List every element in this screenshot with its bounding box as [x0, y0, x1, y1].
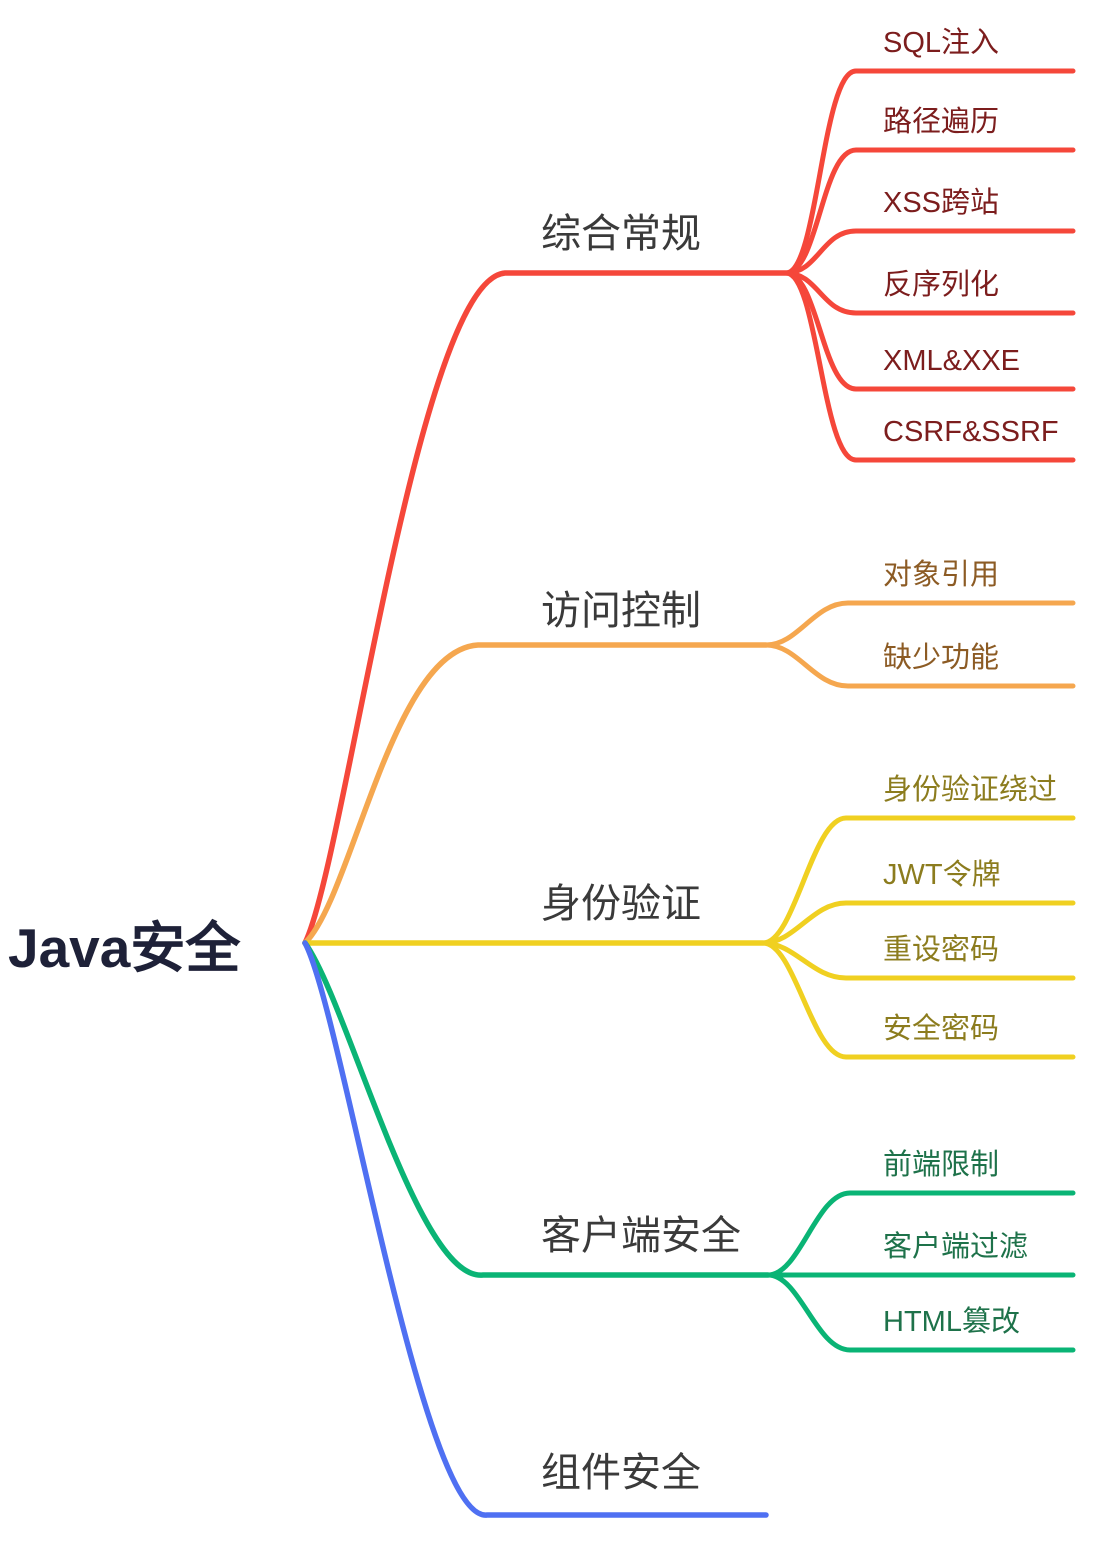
child-node[interactable]: 身份验证绕过 — [883, 774, 1058, 806]
branch-node-authentication[interactable]: 身份验证 — [541, 882, 701, 926]
branch-line-component-security — [302, 940, 769, 1518]
branch-node-general[interactable]: 综合常规 — [541, 212, 701, 256]
branch-node-access-control[interactable]: 访问控制 — [541, 589, 701, 633]
child-node[interactable]: XSS跨站 — [883, 187, 1000, 219]
child-line — [783, 270, 1076, 463]
branch-line-access-control — [302, 642, 769, 946]
child-node[interactable]: 重设密码 — [883, 934, 1000, 966]
child-node[interactable]: HTML篡改 — [883, 1306, 1020, 1338]
child-line — [765, 1272, 1076, 1353]
child-line — [763, 642, 1076, 689]
branch-node-client-security[interactable]: 客户端安全 — [541, 1214, 741, 1258]
child-node[interactable]: SQL注入 — [883, 27, 1000, 59]
child-node[interactable]: 前端限制 — [883, 1149, 1000, 1181]
child-line — [760, 900, 1076, 946]
child-line — [783, 228, 1076, 276]
child-line — [763, 600, 1076, 648]
child-node[interactable]: 反序列化 — [883, 269, 1000, 301]
child-line — [760, 940, 1076, 1060]
child-node[interactable]: XML&XXE — [883, 345, 1020, 377]
child-node[interactable]: 对象引用 — [883, 559, 1000, 591]
branch-line-client-security — [302, 940, 771, 1278]
child-line — [783, 68, 1076, 276]
root-node[interactable]: Java安全 — [8, 917, 241, 979]
child-node[interactable]: 安全密码 — [883, 1013, 1000, 1045]
child-line — [760, 815, 1076, 946]
child-node[interactable]: 缺少功能 — [883, 642, 1000, 674]
branch-line-general — [302, 270, 789, 946]
child-line — [765, 1190, 1076, 1278]
child-line — [783, 147, 1076, 276]
child-node[interactable]: 客户端过滤 — [883, 1231, 1029, 1263]
child-node[interactable]: JWT令牌 — [883, 859, 1001, 891]
child-node[interactable]: CSRF&SSRF — [883, 416, 1059, 448]
branch-node-component-security[interactable]: 组件安全 — [541, 1451, 701, 1495]
child-node[interactable]: 路径遍历 — [883, 106, 1000, 138]
